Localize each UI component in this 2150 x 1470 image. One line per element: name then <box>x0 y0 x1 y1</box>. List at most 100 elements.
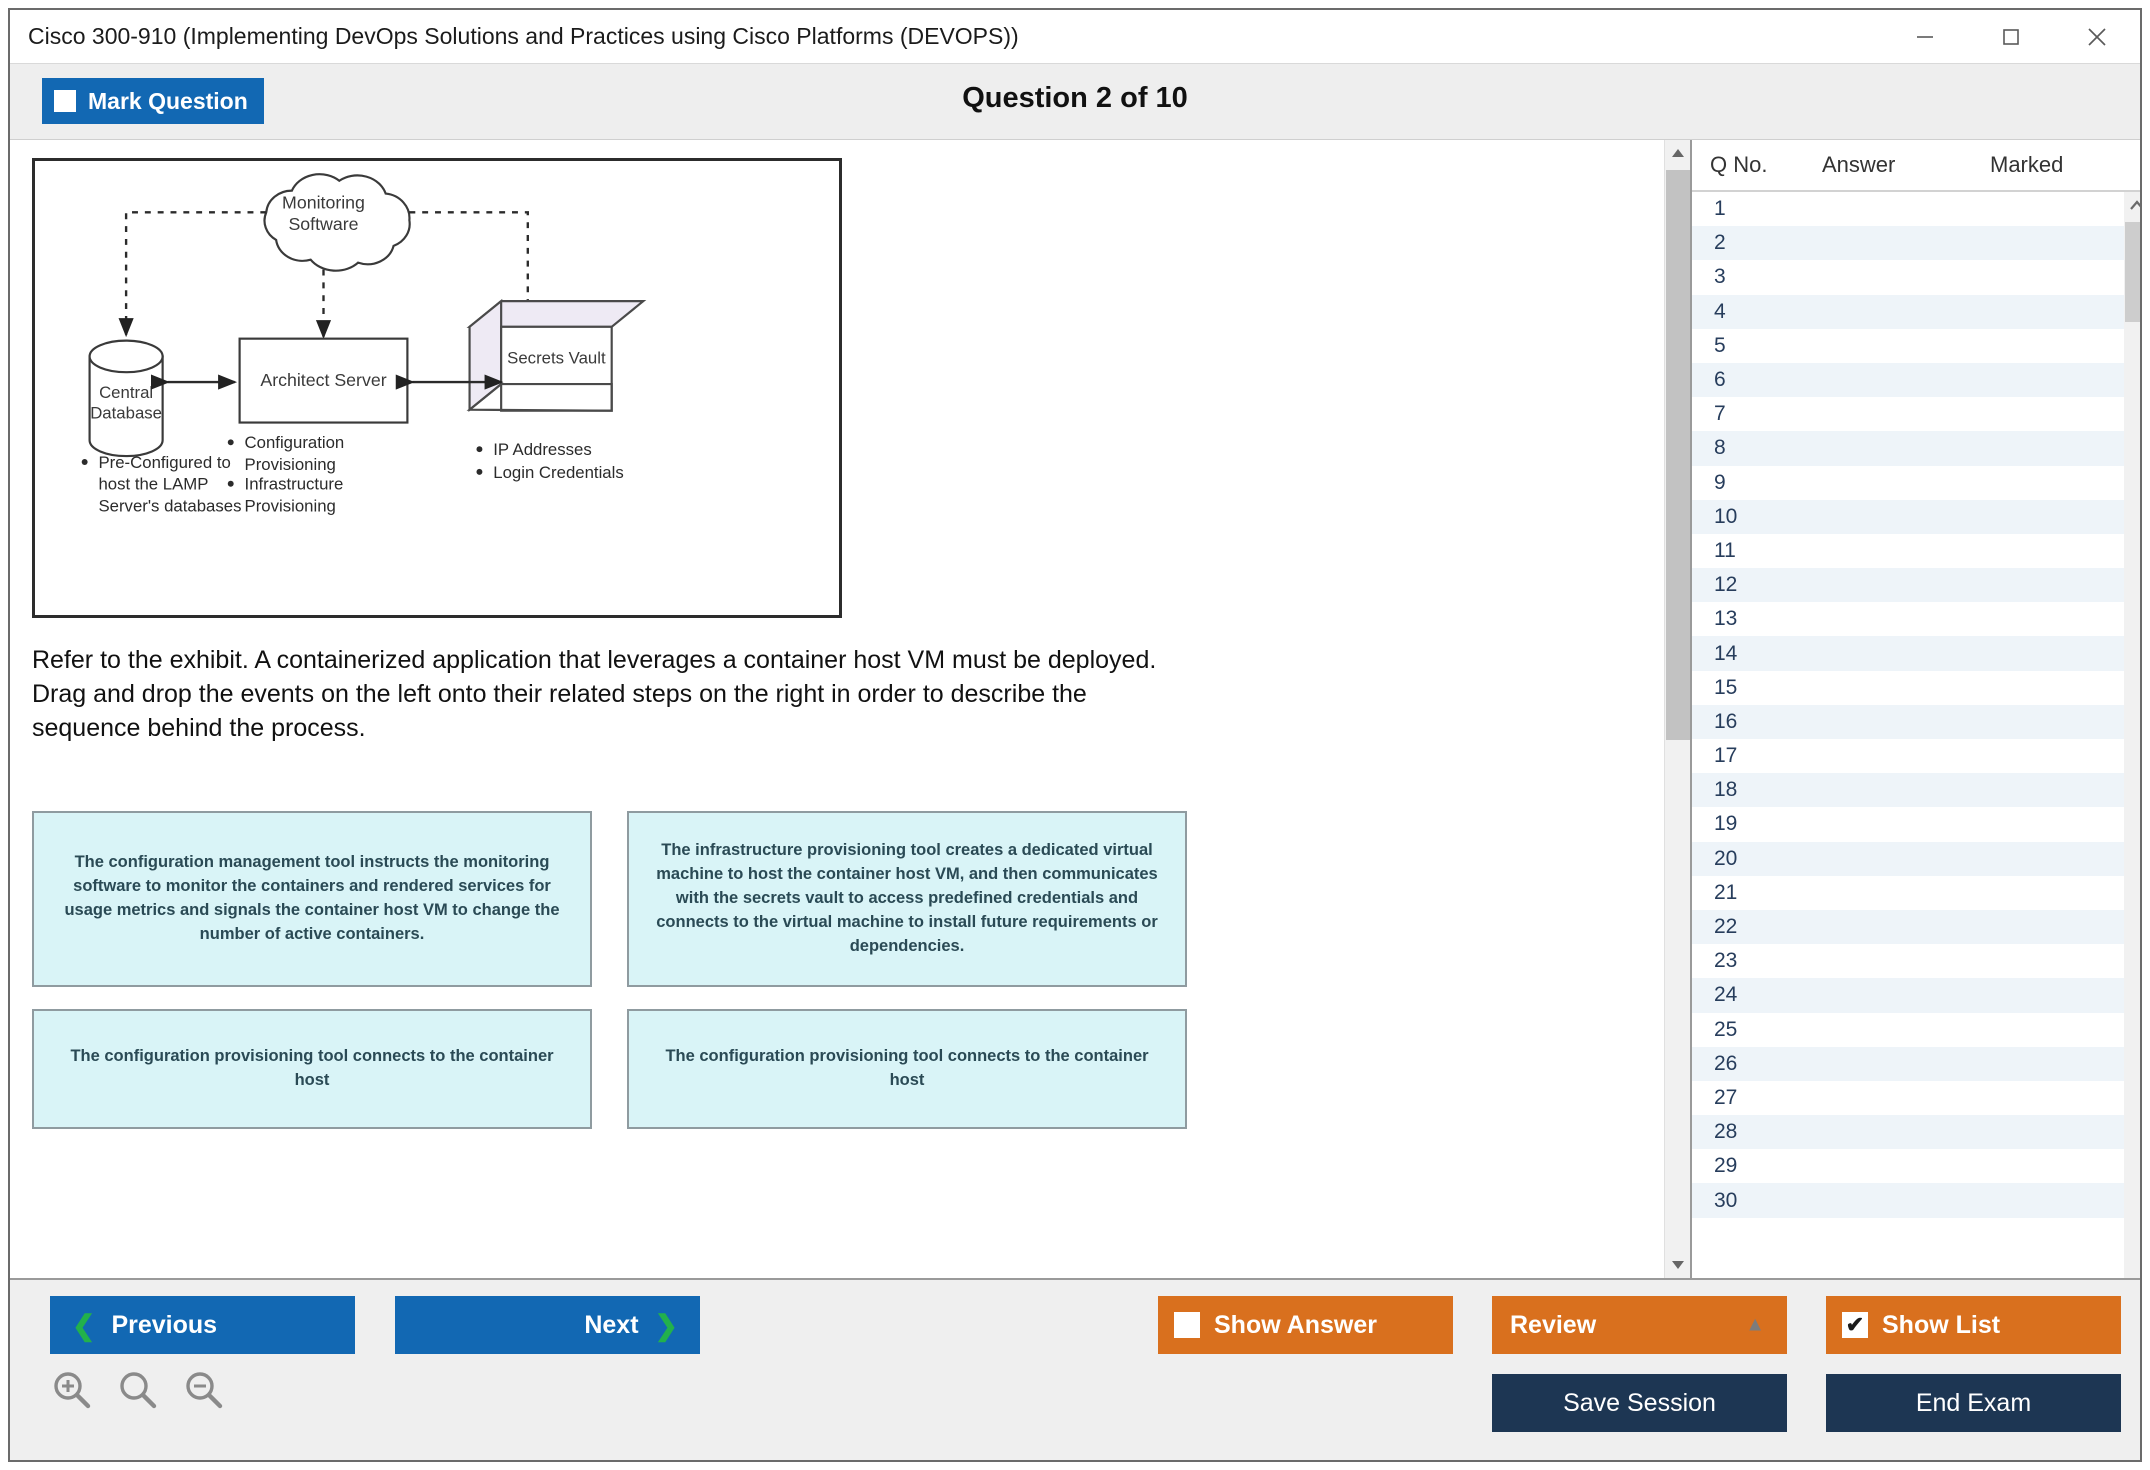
question-list-row-qno: 30 <box>1714 1188 1738 1212</box>
question-list-row-qno: 13 <box>1714 607 1738 631</box>
svg-text:Provisioning: Provisioning <box>245 455 336 474</box>
drag-drop-area: The configuration management tool instru… <box>32 811 1192 1129</box>
scroll-up-arrow-icon[interactable] <box>1665 140 1690 166</box>
close-button[interactable] <box>2054 10 2140 63</box>
question-list-row[interactable]: 11 <box>1692 533 2124 569</box>
question-list-row[interactable]: 16 <box>1692 704 2124 739</box>
question-list-row-qno: 22 <box>1714 915 1738 939</box>
show-list-button[interactable]: ✔ Show List <box>1826 1296 2121 1354</box>
question-counter: Question 2 of 10 <box>962 82 1188 114</box>
question-list-row-qno: 18 <box>1714 778 1738 802</box>
review-dropdown-button[interactable]: Review ▲ <box>1492 1296 1787 1354</box>
question-list-row-qno: 16 <box>1714 709 1738 733</box>
question-list-row[interactable]: 6 <box>1692 362 2124 398</box>
question-list-row-qno: 25 <box>1714 1017 1738 1041</box>
question-list-row-qno: 24 <box>1714 983 1738 1007</box>
review-button-label: Review <box>1510 1310 1597 1339</box>
question-list-row-qno: 27 <box>1714 1085 1738 1109</box>
question-list-row[interactable]: 14 <box>1692 636 2124 671</box>
end-exam-button[interactable]: End Exam <box>1826 1374 2121 1432</box>
cloud-to-database-link <box>118 211 267 338</box>
list-scrollbar[interactable] <box>2124 192 2140 1278</box>
save-session-label: Save Session <box>1563 1388 1716 1417</box>
dnd-card-1[interactable]: The configuration management tool instru… <box>32 811 592 987</box>
previous-button[interactable]: ❮ Previous <box>50 1296 355 1354</box>
dnd-card-3[interactable]: The configuration provisioning tool conn… <box>32 1008 592 1129</box>
question-list-row-qno: 15 <box>1714 675 1738 699</box>
next-button[interactable]: Next ❯ <box>395 1296 700 1354</box>
mark-question-button[interactable]: Mark Question <box>42 78 264 124</box>
cloud-to-vault-link <box>409 211 536 334</box>
question-list-row[interactable]: 18 <box>1692 773 2124 808</box>
question-list-row[interactable]: 7 <box>1692 397 2124 432</box>
scroll-down-arrow-icon[interactable] <box>1665 1252 1690 1278</box>
question-list-row[interactable]: 1 <box>1692 192 2124 227</box>
footer-toolbar: ❮ Previous Next ❯ Show Answer Review ▲ ✔… <box>10 1278 2140 1460</box>
question-list-row-qno: 2 <box>1714 231 1726 255</box>
question-list-row[interactable]: 27 <box>1692 1080 2124 1116</box>
previous-button-label: Previous <box>111 1310 218 1339</box>
question-list-row[interactable]: 13 <box>1692 602 2124 637</box>
content-scroll-thumb[interactable] <box>1666 170 1690 740</box>
mark-question-checkbox-icon[interactable] <box>54 90 76 112</box>
question-list-row-qno: 23 <box>1714 949 1738 973</box>
zoom-reset-icon[interactable] <box>116 1368 160 1412</box>
database-bullets: Pre-Configured to host the LAMP Server's… <box>81 453 241 515</box>
chevron-left-icon: ❮ <box>72 1309 96 1341</box>
svg-text:Login Credentials: Login Credentials <box>493 463 623 482</box>
zoom-out-icon[interactable] <box>182 1368 226 1412</box>
question-list-row[interactable]: 5 <box>1692 328 2124 363</box>
show-answer-button[interactable]: Show Answer <box>1158 1296 1453 1354</box>
maximize-button[interactable] <box>1968 10 2054 63</box>
question-list-row[interactable]: 4 <box>1692 294 2124 329</box>
question-list-row[interactable]: 8 <box>1692 431 2124 466</box>
content-scrollbar[interactable] <box>1664 140 1690 1278</box>
question-list-row[interactable]: 21 <box>1692 875 2124 910</box>
list-scroll-up-arrow-icon[interactable] <box>2124 192 2140 218</box>
central-database-shape: Central Database <box>88 339 164 458</box>
architect-server-shape: Architect Server <box>238 337 409 424</box>
show-answer-checkbox-icon[interactable] <box>1174 1312 1200 1338</box>
column-header-marked: Marked <box>1990 152 2064 177</box>
question-list-row[interactable]: 22 <box>1692 909 2124 945</box>
show-list-checkbox-icon[interactable]: ✔ <box>1842 1312 1868 1338</box>
dnd-card-2[interactable]: The infrastructure provisioning tool cre… <box>627 811 1187 987</box>
question-list-row[interactable]: 15 <box>1692 670 2124 705</box>
question-list-row[interactable]: 23 <box>1692 944 2124 979</box>
question-list-row[interactable]: 17 <box>1692 739 2124 774</box>
question-list-row[interactable]: 2 <box>1692 226 2124 261</box>
question-list-row[interactable]: 19 <box>1692 807 2124 842</box>
question-list-row[interactable]: 10 <box>1692 499 2124 534</box>
dnd-card-4[interactable]: The configuration provisioning tool conn… <box>627 1008 1187 1129</box>
question-list-row[interactable]: 9 <box>1692 465 2124 500</box>
question-list-row[interactable]: 24 <box>1692 978 2124 1013</box>
question-list-row-qno: 1 <box>1714 197 1726 221</box>
zoom-in-icon[interactable] <box>50 1368 94 1412</box>
question-list-row[interactable]: 20 <box>1692 841 2124 876</box>
question-pane: Monitoring Software Central Databas <box>10 140 1690 1278</box>
svg-text:Central: Central <box>99 383 153 402</box>
question-list-row[interactable]: 29 <box>1692 1149 2124 1184</box>
minimize-button[interactable] <box>1882 10 1968 63</box>
column-header-qno: Q No. <box>1710 152 1768 177</box>
svg-text:Pre-Configured to: Pre-Configured to <box>98 453 230 472</box>
save-session-button[interactable]: Save Session <box>1492 1374 1787 1432</box>
svg-text:Provisioning: Provisioning <box>245 496 336 515</box>
question-list-row[interactable]: 28 <box>1692 1115 2124 1150</box>
question-list-row-qno: 12 <box>1714 573 1738 597</box>
question-list-row[interactable]: 25 <box>1692 1012 2124 1047</box>
question-list-row[interactable]: 26 <box>1692 1046 2124 1081</box>
list-scroll-thumb[interactable] <box>2125 222 2140 322</box>
window-title: Cisco 300-910 (Implementing DevOps Solut… <box>28 23 1019 49</box>
question-list-row[interactable]: 30 <box>1692 1183 2124 1218</box>
question-list-row[interactable]: 3 <box>1692 260 2124 295</box>
svg-text:IP Addresses: IP Addresses <box>493 440 591 459</box>
monitoring-cloud-shape: Monitoring Software <box>263 173 411 272</box>
mark-question-label: Mark Question <box>88 87 248 114</box>
question-list-row-qno: 4 <box>1714 299 1726 323</box>
question-list-row[interactable]: 12 <box>1692 568 2124 603</box>
svg-text:Configuration: Configuration <box>245 433 345 452</box>
svg-text:Monitoring: Monitoring <box>282 192 365 212</box>
